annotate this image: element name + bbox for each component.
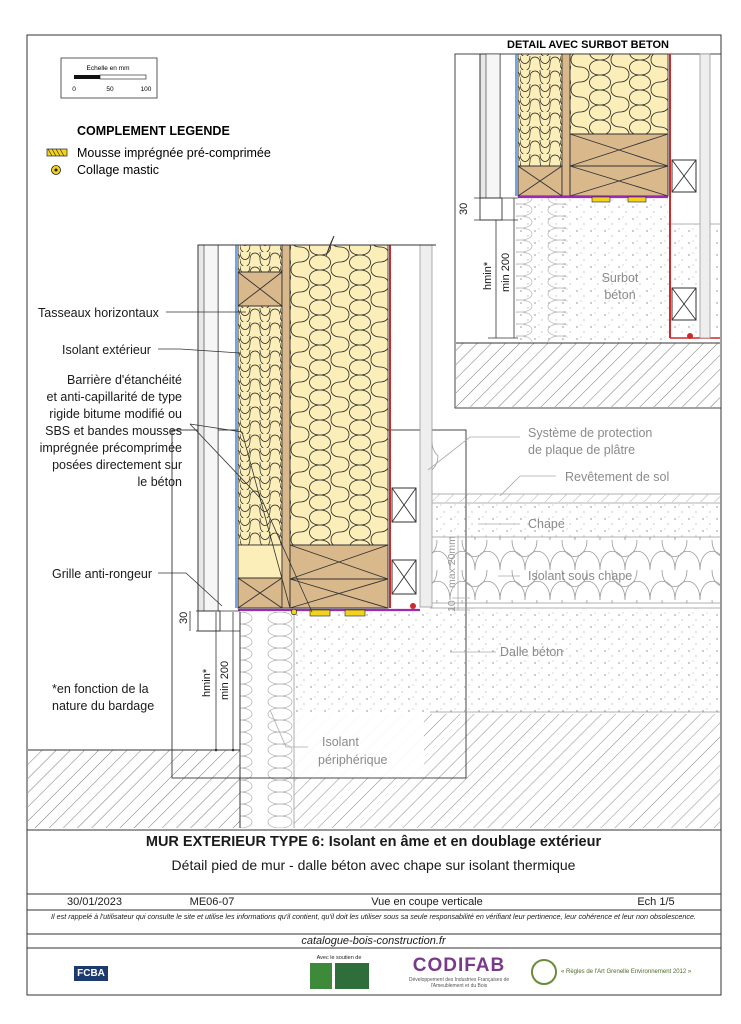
label-isolant-exterieur: Isolant extérieur [62,343,151,357]
leaders [158,311,313,613]
scale-bar: Echelle en mm 0 50 100 [60,57,158,99]
legend: COMPLEMENT LEGENDE Mousse imprégnée pré-… [46,124,271,177]
title-block: MUR EXTERIEUR TYPE 6: Isolant en âme et … [27,830,720,994]
meta-row: 30/01/2023 ME06-07 Vue en coupe vertical… [27,894,720,910]
label-note-line: nature du bardage [52,699,154,713]
label-barriere: Barrière d'étanchéité et anti-capillarit… [40,373,182,489]
detail-dim-30: 30 [458,203,470,215]
label-barriere-line: le béton [138,475,183,489]
label-isolant-chape: Isolant sous chape [528,569,632,583]
fcba-logo: FCBA [61,963,121,981]
dim-30: 30 [178,612,190,624]
codifab-logo: CODIFAB Développement des Industries Fra… [399,955,519,989]
label-protection: de plaque de plâtre [528,443,635,457]
detail-surbot-label: béton [604,288,635,302]
dim-max20: max 20mm [446,536,458,588]
drawing-scale: Ech 1/5 [637,896,675,908]
grey-leaders [269,436,556,748]
scale-tick-50: 50 [106,86,114,93]
dim-10: 10 [446,600,458,612]
page-frame [26,34,722,996]
dim-hmin: hmin* [201,668,213,697]
label-revetement: Revêtement de sol [565,470,669,484]
label-protection: Système de protection [528,426,652,440]
scale-tick-100: 100 [141,86,152,93]
label-note-line: *en fonction de la [52,682,149,696]
tasseau [237,271,283,307]
detail-surbot-label: Surbot [602,271,639,285]
ministry-logo [309,963,332,989]
label-grille: Grille anti-rongeur [52,567,152,581]
label-isolant-peri: Isolant [322,735,359,749]
fcba-logo-text: FCBA [74,966,108,981]
legend-title: COMPLEMENT LEGENDE [77,124,230,138]
drawing-title: MUR EXTERIEUR TYPE 6: Isolant en âme et … [145,834,602,850]
legend-item-mastic: Collage mastic [77,163,159,177]
label-dalle: Dalle béton [500,645,563,659]
main-section [28,235,720,828]
dim-min200: min 200 [219,661,231,700]
label-barriere-line: rigide bitume modifié ou [49,407,182,421]
label-chape: Chape [528,517,565,531]
drawing-subtitle: Détail pied de mur - dalle béton avec ch… [171,857,576,873]
label-tasseaux: Tasseaux horizontaux [38,306,160,320]
codifab-logo-text: CODIFAB [412,955,506,976]
label-barriere-line: imprégnée précomprimée [40,441,182,455]
drawing-code: ME06-07 [189,896,235,908]
scale-tick-0: 0 [72,86,76,93]
regles-text: « Règles de l'Art Grenelle Environnement… [561,969,692,975]
label-isolant-peri: périphérique [318,753,388,767]
site-link[interactable]: catalogue-bois-construction.fr [301,935,446,947]
label-barriere-line: et anti-capillarité de type [47,390,183,404]
label-barriere-line: SBS et bandes mousses [45,424,182,438]
fond-logo [334,963,369,989]
logo-row: FCBA Avec le soutien de CODIFAB Développ… [27,952,720,992]
scale-title: Echelle en mm [87,65,130,72]
label-barriere-line: posées directement sur [52,458,182,472]
drawing-view: Vue en coupe verticale [371,896,483,908]
detail-title: DETAIL AVEC SURBOT BETON [507,39,669,51]
regles-logo: « Règles de l'Art Grenelle Environnement… [531,959,701,985]
detail-dim-min200: min 200 [500,253,512,292]
label-barriere-line: Barrière d'étanchéité [67,373,182,387]
detail-dim-hmin: hmin* [482,261,494,290]
disclaimer: Il est rappelé à l'utilisateur qui consu… [51,912,696,921]
detail-inset: DETAIL AVEC SURBOT BETON [454,39,722,409]
legend-item-foam: Mousse imprégnée pré-comprimée [77,146,271,160]
support-logos: Avec le soutien de [299,955,379,989]
support-label: Avec le soutien de [316,955,362,961]
regles-seal-icon [531,959,557,985]
drawing-date: 30/01/2023 [66,896,123,908]
codifab-sub: Développement des Industries Françaises … [408,977,510,989]
